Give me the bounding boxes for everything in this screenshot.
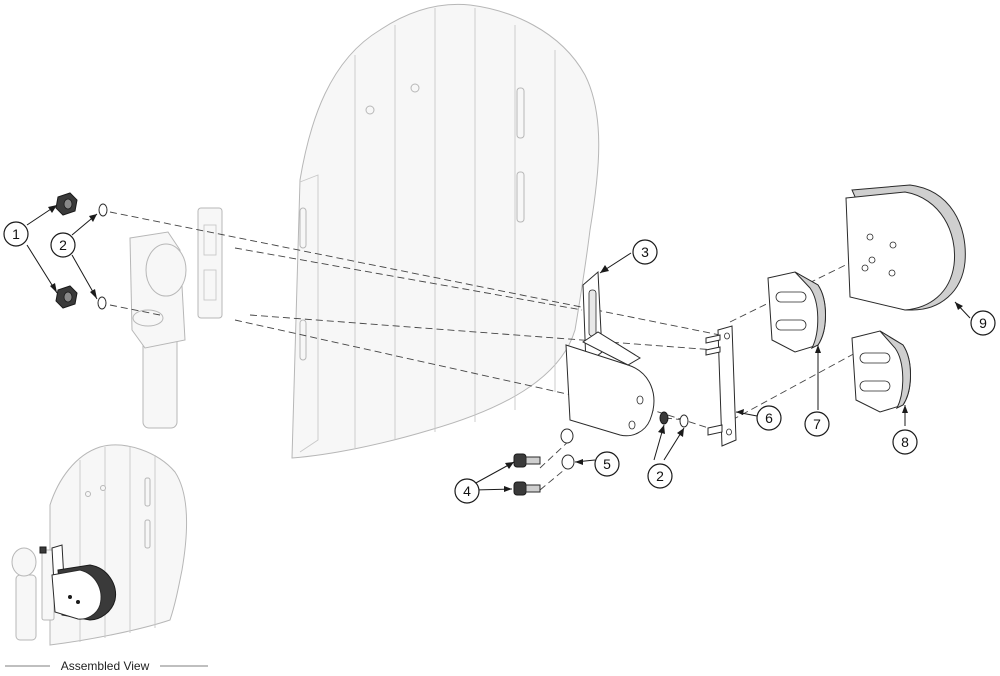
callout-9: 9 [970, 310, 996, 336]
washer-lower-left [97, 296, 107, 310]
washer-5-upper [560, 428, 574, 444]
callout-1: 1 [3, 221, 29, 247]
spacer-8 [851, 330, 911, 413]
washer-5-lower [561, 454, 575, 470]
mounting-plate [705, 325, 737, 447]
callout-8-label: 8 [901, 434, 909, 450]
callout-1-label: 1 [12, 226, 20, 242]
washer-right-b [679, 414, 689, 428]
callout-2-left-label: 2 [59, 237, 67, 253]
callout-7: 7 [804, 411, 830, 437]
washer-right-a [659, 411, 669, 425]
pad-9 [845, 184, 966, 311]
callout-4-label: 4 [463, 483, 471, 499]
nut-lower [55, 285, 78, 309]
callout-6: 6 [756, 405, 782, 431]
callout-2-right-label: 2 [656, 468, 664, 484]
wheelchair-post-clamp [129, 207, 223, 429]
backrest-panel [291, 3, 600, 459]
screw-lower [513, 481, 541, 496]
callout-2-left: 2 [50, 232, 76, 258]
callout-4: 4 [454, 478, 480, 504]
leader-lines [26, 204, 971, 492]
assembled-view-label: Assembled View [61, 659, 150, 673]
spacer-7 [767, 271, 826, 353]
assembled-view [11, 444, 187, 646]
callout-5-label: 5 [603, 456, 611, 472]
callout-5: 5 [594, 451, 620, 477]
angle-bracket [565, 270, 655, 437]
callout-7-label: 7 [813, 416, 821, 432]
callout-9-label: 9 [979, 315, 987, 331]
callout-2-right: 2 [647, 463, 673, 489]
callout-3: 3 [632, 239, 658, 265]
callout-6-label: 6 [765, 410, 773, 426]
assembled-view-caption: Assembled View [5, 659, 208, 673]
nut-upper [55, 192, 78, 216]
washer-upper-left [98, 203, 108, 217]
callout-8: 8 [892, 429, 918, 455]
screw-upper [513, 453, 541, 468]
callout-3-label: 3 [641, 244, 649, 260]
